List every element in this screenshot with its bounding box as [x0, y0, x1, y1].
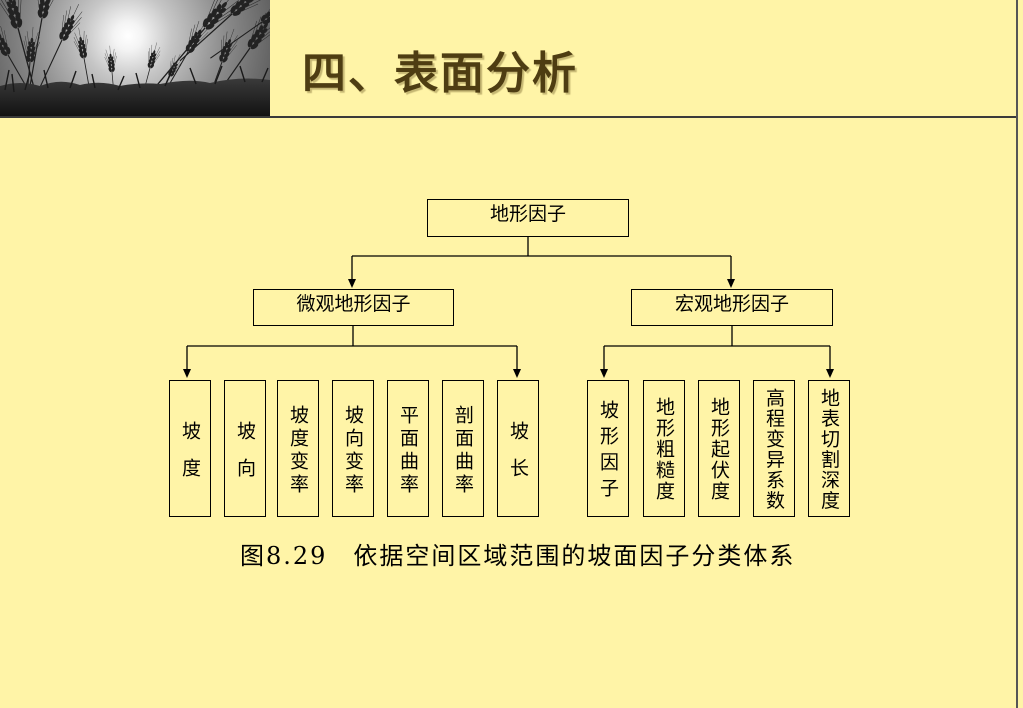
- header-divider: [0, 116, 1018, 118]
- leaf-node-label: 坡度: [180, 403, 200, 495]
- leaf-node-slope-length: 坡长: [497, 380, 539, 517]
- leaf-node-label: 坡长: [508, 403, 528, 495]
- leaf-node-roughness: 地形粗糙度: [643, 380, 685, 517]
- arrow-head: [513, 369, 521, 378]
- leaf-node-label: 坡向变率: [343, 401, 363, 497]
- root-node-label: 地形因子: [490, 203, 566, 225]
- right-edge-divider: [1016, 0, 1018, 708]
- leaf-node-aspect: 坡向: [224, 380, 266, 517]
- leaf-node-slope: 坡度: [169, 380, 211, 517]
- leaf-node-incision-depth: 地表切割深度: [808, 380, 850, 517]
- leaf-node-slope-of-slope: 坡度变率: [277, 380, 319, 517]
- leaf-node-label: 地形粗糙度: [654, 395, 674, 502]
- leaf-node-label: 剖面曲率: [453, 401, 473, 497]
- root-node: 地形因子: [427, 199, 629, 237]
- slide-title: 四、表面分析: [302, 46, 578, 102]
- branch-node-label: 宏观地形因子: [675, 293, 789, 315]
- leaf-node-label: 坡形因子: [598, 393, 618, 504]
- arrow-head: [183, 369, 191, 378]
- leaf-node-slope-shape: 坡形因子: [587, 380, 629, 517]
- leaf-node-label: 地表切割深度: [819, 386, 839, 511]
- arrow-head: [600, 369, 608, 378]
- leaf-node-label: 平面曲率: [398, 401, 418, 497]
- leaf-node-relief: 地形起伏度: [698, 380, 740, 517]
- branch-node-micro: 微观地形因子: [253, 289, 454, 326]
- leaf-node-label: 高程变异系数: [764, 386, 784, 511]
- arrow-head: [826, 369, 834, 378]
- branch-node-macro: 宏观地形因子: [631, 289, 833, 326]
- leaf-node-slope-of-aspect: 坡向变率: [332, 380, 374, 517]
- figure-caption: 图8.29 依据空间区域范围的坡面因子分类体系: [240, 540, 795, 572]
- leaf-node-plan-curvature: 平面曲率: [387, 380, 429, 517]
- leaf-node-label: 坡度变率: [288, 401, 308, 497]
- leaf-node-label: 坡向: [235, 403, 255, 495]
- arrow-head: [727, 279, 735, 288]
- header-photo: [0, 0, 270, 117]
- branch-node-label: 微观地形因子: [296, 293, 410, 315]
- leaf-node-elevation-variation: 高程变异系数: [753, 380, 795, 517]
- leaf-node-profile-curvature: 剖面曲率: [442, 380, 484, 517]
- arrow-head: [348, 279, 356, 288]
- leaf-node-label: 地形起伏度: [709, 395, 729, 502]
